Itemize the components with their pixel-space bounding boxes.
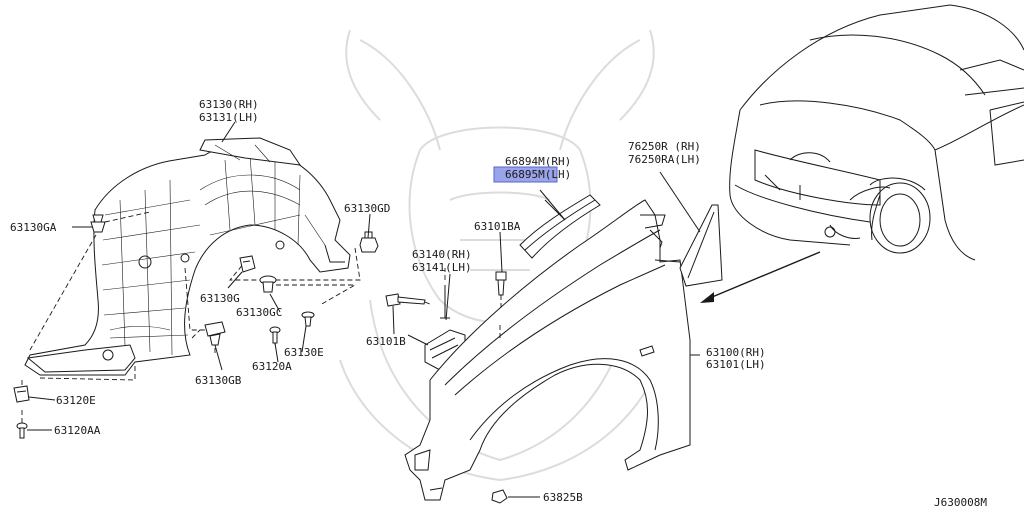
clip-63130ga[interactable] bbox=[90, 214, 106, 233]
bolt-63120aa[interactable] bbox=[16, 422, 28, 439]
screw-63120a[interactable] bbox=[269, 326, 281, 344]
clip-63130gd[interactable] bbox=[359, 231, 379, 253]
label-cover-rh: 76250R (RH) bbox=[628, 140, 701, 153]
label-bracket-rh: 63140(RH) bbox=[412, 248, 472, 261]
label-molding-rh: 66894M(RH) bbox=[505, 155, 571, 168]
highlight-66895m[interactable] bbox=[493, 166, 558, 183]
label-clip-g: 63130G bbox=[200, 292, 240, 305]
clip-63130gc[interactable] bbox=[259, 275, 277, 293]
fender-cover[interactable] bbox=[679, 204, 723, 287]
diagram-code: J630008M bbox=[934, 496, 987, 509]
front-fender[interactable] bbox=[404, 199, 691, 501]
label-clip-ga: 63130GA bbox=[10, 221, 57, 234]
label-clip-gb: 63130GB bbox=[195, 374, 242, 387]
label-clip-gd: 63130GD bbox=[344, 202, 390, 215]
clip-63130gb[interactable] bbox=[204, 321, 226, 346]
inner-fender-leaders bbox=[21, 211, 361, 425]
clip-63130g[interactable] bbox=[239, 255, 256, 273]
label-innerfender-rh: 63130(RH) bbox=[199, 98, 259, 111]
label-leaders bbox=[27, 121, 701, 498]
label-bolt-101b: 63101B bbox=[366, 335, 406, 348]
fender-molding[interactable] bbox=[519, 194, 601, 259]
label-bracket-lh: 63141(LH) bbox=[412, 261, 472, 274]
label-innerfender-lh: 63131(LH) bbox=[199, 111, 259, 124]
clip-63825b[interactable] bbox=[491, 489, 508, 504]
label-clip-gc: 63130GC bbox=[236, 306, 282, 319]
label-bracket-120e: 63120E bbox=[56, 394, 96, 407]
label-cover-lh: 76250RA(LH) bbox=[628, 153, 701, 166]
vehicle-front-view-icon bbox=[700, 4, 1024, 303]
label-fender-rh: 63100(RH) bbox=[706, 346, 766, 359]
label-clip-e: 63130E bbox=[284, 346, 324, 359]
bolt-63101b[interactable] bbox=[385, 293, 433, 307]
label-bolt-101ba: 63101BA bbox=[474, 220, 521, 233]
label-screw-120a: 63120A bbox=[252, 360, 292, 373]
label-molding-lh: 66895M(LH) bbox=[505, 168, 571, 181]
label-clip-825b: 63825B bbox=[543, 491, 583, 504]
label-bolt-120aa: 63120AA bbox=[54, 424, 101, 437]
bracket-63120e[interactable] bbox=[13, 385, 30, 403]
inner-fender[interactable] bbox=[24, 137, 351, 376]
clip-63130e[interactable] bbox=[301, 311, 315, 327]
label-fender-lh: 63101(LH) bbox=[706, 358, 766, 371]
